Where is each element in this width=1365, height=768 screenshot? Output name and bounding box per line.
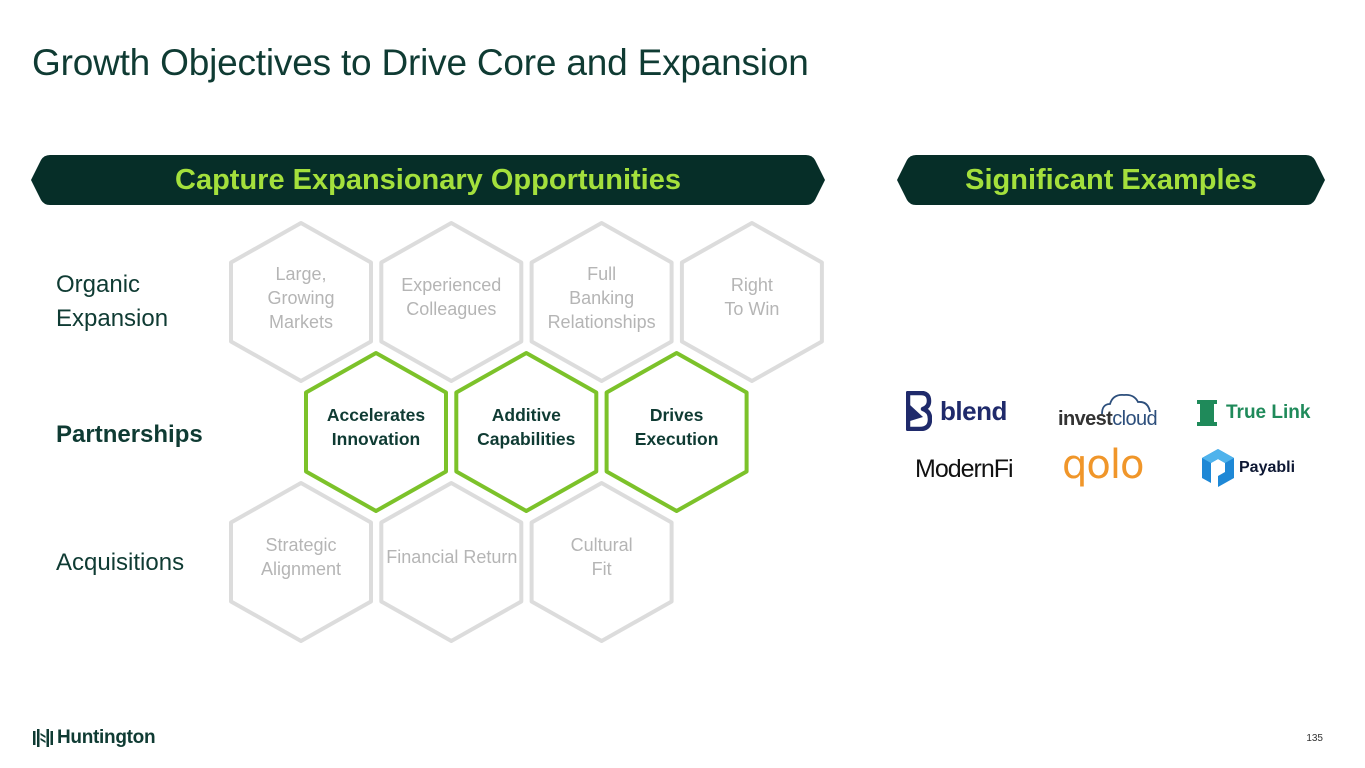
spool-icon: [1197, 400, 1217, 426]
hexagon-strategic-alignment: [229, 481, 373, 643]
banner-significant-examples: Significant Examples: [896, 154, 1326, 206]
logo-text: True Link: [1226, 402, 1311, 423]
hex-label-line: Strategic: [265, 535, 337, 555]
hex-label: Right To Win: [687, 273, 817, 321]
hexagon-additive-capabilities: [454, 351, 599, 513]
logo-text: ModernFi: [915, 455, 1014, 483]
logo-text: cloud: [1112, 408, 1158, 430]
logo-text: blend: [940, 395, 1007, 426]
huntington-logo: Huntington: [33, 727, 156, 749]
hexagon-right-to-win: [679, 221, 824, 383]
hex-label-line: To Win: [724, 299, 780, 319]
banner-title: Capture Expansionary Opportunities: [175, 163, 681, 196]
huntington-mark-icon: [33, 729, 53, 747]
hexagon-cultural-fit: [529, 481, 674, 643]
page-title: Growth Objectives to Drive Core and Expa…: [32, 42, 809, 83]
logo-text: invest: [1058, 408, 1113, 430]
hex-label-line: Accelerates: [326, 405, 426, 425]
hex-label-line: Right: [730, 275, 773, 295]
row-label-partnerships: Partnerships: [56, 418, 203, 452]
logo-qolo: qolo: [1062, 442, 1144, 488]
banner-shape: [897, 155, 1325, 205]
hex-label-line: Execution: [634, 429, 719, 449]
row-label-line: Acquisitions: [56, 549, 185, 576]
logo-payabli: Payabli: [1201, 448, 1295, 488]
page-number: 135: [1306, 733, 1323, 744]
hex-label-line: Additive: [491, 405, 561, 425]
hex-label-line: Colleagues: [406, 299, 497, 319]
banner-capture-expansionary: Capture Expansionary Opportunities: [30, 154, 826, 206]
row-label-line: Expansion: [56, 305, 169, 332]
logo-investcloud: investcloud: [1058, 392, 1158, 431]
banner-shape: [31, 155, 825, 205]
hex-label-line: Growing: [267, 288, 335, 308]
hexagon-financial-return: [379, 481, 524, 643]
hexagon-full-banking-relationships: [529, 221, 674, 383]
row-label-line: Partnerships: [56, 421, 203, 448]
hexagon-experienced-colleagues: [379, 221, 524, 383]
hex-label: Financial Return: [386, 545, 518, 569]
logo-modernfi: ModernFi: [915, 455, 1014, 484]
hex-label-line: Alignment: [260, 559, 342, 579]
hex-label-line: Cultural: [570, 535, 633, 555]
hex-label-line: Large,: [275, 264, 327, 284]
logo-text: Payabli: [1239, 459, 1296, 476]
logo-blend: blend: [906, 391, 1007, 431]
hex-label-line: Capabilities: [477, 429, 576, 449]
hex-label-line: Relationships: [547, 312, 656, 332]
row-label-organic-expansion: Organic Expansion: [56, 268, 168, 336]
hex-label-line: Innovation: [331, 429, 421, 449]
row-label-line: Organic: [56, 271, 141, 298]
hexagon-accelerates-innovation: [304, 351, 448, 513]
cloud-icon: [1101, 393, 1151, 414]
hex-label-line: Markets: [268, 312, 333, 332]
hex-label-line: Financial Return: [386, 547, 518, 567]
brand-name: Huntington: [57, 727, 156, 748]
banner-title: Significant Examples: [965, 163, 1257, 196]
blend-b-icon: [906, 391, 932, 431]
hex-cube-icon: [1202, 449, 1234, 487]
hex-label-line: Full: [587, 264, 617, 284]
hex-label-line: Fit: [591, 559, 612, 579]
logo-true-link: True Link: [1197, 400, 1310, 426]
hexagon-large-growing-markets: [229, 221, 373, 383]
hex-label-line: Banking: [569, 288, 635, 308]
hex-label-line: Drives: [649, 405, 704, 425]
logo-text: qolo: [1062, 442, 1144, 488]
row-label-acquisitions: Acquisitions: [56, 546, 184, 580]
hex-label-line: Experienced: [401, 275, 502, 295]
hexagon-drives-execution: [604, 351, 749, 513]
